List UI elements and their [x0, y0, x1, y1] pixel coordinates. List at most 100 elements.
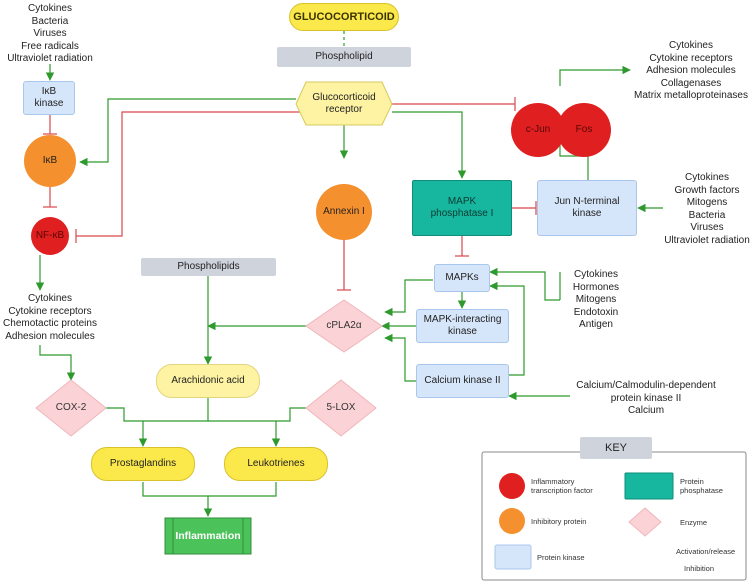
arrow-calcium-mapks	[489, 281, 525, 376]
nfkb-circle	[31, 217, 69, 255]
key-tf-label: Inflammatory transcription factor	[531, 477, 593, 495]
product-item: Cytokine receptors	[8, 305, 92, 317]
key-inhibition-label: Inhibition	[684, 564, 715, 573]
mapk-interacting-label: MAPK-interacting kinase	[423, 314, 502, 337]
calcium-stimuli-list: Calcium/Calmodulin-dependent protein kin…	[570, 380, 722, 418]
mapks-label: MAPKs	[445, 272, 479, 283]
phospholipids-node: Phospholipids	[141, 258, 276, 276]
stimulus-item: Cytokines	[28, 3, 72, 14]
arachidonic-acid-label: Arachidonic acid	[171, 375, 245, 386]
inflammation-label: Inflammation	[175, 530, 241, 542]
mapk-phosphatase-label: MAPK phosphatase I	[430, 196, 494, 219]
stimulus-item: Mitogens	[575, 294, 617, 305]
jnk-label: Jun N-terminal kinase	[554, 196, 620, 219]
nfkb-node: NF-κB	[31, 226, 69, 246]
stimulus-item: Endotoxin	[573, 306, 619, 318]
arrow-products-cox2	[39, 345, 76, 381]
key-enzyme-diamond	[628, 507, 662, 537]
line-leukotrienes-inflammation	[208, 482, 277, 497]
glucocorticoid-label: GLUCOCORTICOID	[293, 11, 395, 23]
arrow-stimuli-mapks	[489, 267, 560, 301]
cox2-diamond	[35, 379, 107, 437]
prostaglandins-label: Prostaglandins	[109, 458, 177, 469]
stimulus-item: Bacteria	[688, 209, 726, 221]
arrow-ap1-products	[559, 65, 631, 86]
stimulus-item: Antigen	[579, 319, 613, 330]
arachidonic-acid-node: Arachidonic acid	[156, 364, 260, 398]
lox5-diamond	[305, 379, 377, 437]
activation-lines	[35, 31, 669, 557]
cpla2-diamond	[305, 299, 383, 353]
stimulus-item: Viruses	[33, 28, 67, 39]
top-left-stimuli-list: Cytokines Bacteria Viruses Free radicals…	[0, 3, 100, 66]
ikb-label: IκB	[42, 155, 58, 166]
jnk-stimuli-list: Cytokines Growth factors Mitogens Bacter…	[660, 172, 754, 247]
stimulus-item: Ultraviolet radiation	[664, 234, 750, 246]
stimulus-item: Calcium/Calmodulin-dependent	[576, 380, 716, 391]
lox5-label: 5-LOX	[326, 402, 356, 413]
calcium-kinase-label: Calcium kinase II	[424, 375, 501, 386]
cjun-node: c-Jun	[516, 120, 560, 140]
stimulus-item: Ultraviolet radiation	[7, 53, 93, 64]
phospholipid-node: Phospholipid	[277, 47, 411, 67]
annexin-label: Annexin I	[323, 206, 365, 217]
fos-label: Fos	[575, 124, 593, 135]
leukotrienes-node: Leukotrienes	[224, 447, 328, 481]
product-item: Collagenases	[660, 77, 722, 89]
key-title-label: KEY	[604, 442, 627, 454]
prostaglandins-node: Prostaglandins	[91, 447, 195, 481]
stimulus-item: Viruses	[690, 222, 724, 233]
stimulus-item: Growth factors	[674, 184, 740, 196]
ikb-node: IκB	[24, 150, 76, 172]
stimulus-item: Calcium	[627, 405, 665, 416]
glucocorticoid-receptor-label: Glucocorticoid receptor	[312, 92, 376, 115]
key-enzyme-label: Enzyme	[680, 518, 708, 527]
product-item: Cytokines	[28, 293, 72, 304]
jnk-node: Jun N-terminal kinase	[537, 180, 637, 236]
product-item: Cytokines	[669, 40, 713, 51]
arrow-calcium-cpla2	[384, 333, 416, 382]
arrow-mapks-cpla2	[384, 279, 433, 317]
cjun-label: c-Jun	[525, 124, 551, 135]
stimulus-item: Free radicals	[21, 40, 79, 52]
mapk-phosphatase-node: MAPK phosphatase I	[412, 180, 512, 236]
product-item: Chemotactic proteins	[3, 318, 97, 329]
cox2-label: COX-2	[55, 402, 87, 413]
inflammation-node: Inflammation	[173, 518, 243, 554]
glucocorticoid-node: GLUCOCORTICOID	[289, 3, 399, 31]
mapk-stimuli-list: Cytokines Hormones Mitogens Endotoxin An…	[560, 269, 632, 332]
ikb-kinase-node: IκB kinase	[23, 81, 75, 115]
product-item: Adhesion molecules	[5, 330, 95, 342]
annexin-node: Annexin I	[316, 202, 372, 222]
key-phosphatase-label: Protein phosphatase	[680, 477, 723, 495]
stimulus-item: Hormones	[572, 281, 620, 293]
stimulus-item: Cytokines	[574, 269, 618, 280]
key-inhibitory-circle	[499, 508, 525, 534]
key-activation-label: Activation/release	[676, 547, 736, 556]
inflammation-box	[164, 517, 252, 555]
key-tf-circle	[499, 473, 525, 499]
inhibit-receptor-nfkb	[76, 111, 300, 237]
stimulus-item: Bacteria	[31, 15, 69, 27]
stimulus-item: Cytokines	[685, 172, 729, 183]
arrow-receptor-phosphatase	[392, 111, 467, 179]
nfkb-products-list: Cytokines Cytokine receptors Chemotactic…	[0, 293, 100, 343]
nfkb-label: NF-κB	[35, 230, 65, 241]
key-kinase-label: Protein kinase	[537, 553, 585, 562]
mapk-interacting-node: MAPK-interacting kinase	[416, 309, 509, 343]
fos-circle	[557, 103, 611, 157]
arrow-arachidonic-prostaglandins	[138, 398, 209, 447]
product-item: Matrix metalloproteinases	[634, 90, 748, 101]
product-item: Cytokine receptors	[649, 52, 733, 64]
cjun-circle	[511, 103, 565, 157]
glucocorticoid-receptor-shape	[295, 81, 393, 126]
phospholipid-label: Phospholipid	[315, 51, 373, 62]
annexin-circle	[316, 184, 372, 240]
key-kinase-rect	[494, 544, 532, 570]
calcium-kinase-node: Calcium kinase II	[416, 364, 509, 398]
leukotrienes-label: Leukotrienes	[247, 458, 305, 469]
line-lox-leukotrienes	[276, 407, 306, 422]
cpla2-label: cPLA2α	[326, 320, 362, 331]
phospholipids-label: Phospholipids	[177, 261, 240, 272]
